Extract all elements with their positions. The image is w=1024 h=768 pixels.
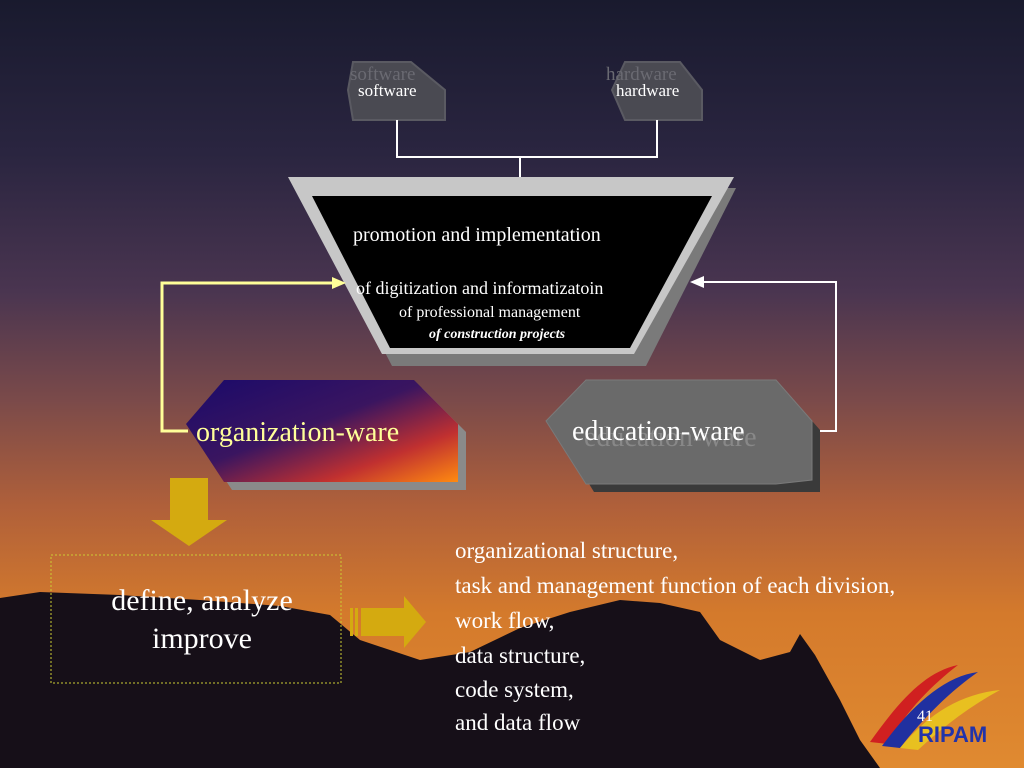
edu-feedback-connector — [702, 281, 837, 432]
detail-item-3: work flow, — [455, 608, 555, 633]
hardware-node — [610, 61, 703, 121]
logo-swoosh-blue — [882, 672, 978, 748]
detail-item-1: organizational structure, — [455, 538, 679, 563]
funnel-line-1: promotion and implementation — [353, 224, 601, 246]
org-feedback-arrowhead — [332, 277, 346, 289]
hardware-label: hardware — [616, 81, 680, 100]
hardware-ghost-label: hardware — [606, 64, 677, 85]
education-ware-shape — [545, 379, 813, 485]
org-feedback-connector — [160, 281, 336, 433]
funnel-face — [312, 196, 712, 348]
organization-ware-shape — [186, 380, 458, 482]
top-connector — [396, 120, 658, 158]
detail-item-4: data structure, — [455, 643, 586, 668]
edu-feedback-arrowhead — [690, 276, 704, 288]
right-arrow-stripe-2 — [355, 608, 358, 636]
organization-ware-label: organization-ware — [196, 417, 400, 448]
slide-number: 41 — [917, 708, 933, 725]
education-ware-label: education-ware — [572, 416, 745, 447]
detail-item-5: code system, — [455, 677, 574, 702]
funnel-line-3: of professional management — [399, 304, 581, 321]
yellow-down-arrow — [151, 478, 227, 546]
mountain-silhouette — [0, 592, 880, 768]
detail-item-6: and data flow — [455, 710, 581, 735]
funnel-line-2: of digitization and informatizatoin — [356, 278, 604, 298]
education-ware-ghost-label: education-ware — [584, 422, 757, 453]
logo-swoosh-red — [870, 665, 958, 744]
funnel-line-4: of construction projects — [429, 327, 566, 342]
define-box-line-1: define, analyze — [111, 584, 293, 617]
logo-text: RIPAM — [918, 722, 988, 747]
logo-swoosh-yellow — [900, 690, 1000, 750]
yellow-right-arrow — [361, 596, 426, 648]
detail-item-2: task and management function of each div… — [455, 573, 896, 598]
define-box-frame — [50, 554, 342, 684]
software-ghost-label: software — [350, 64, 416, 85]
right-arrow-stripe-1 — [350, 608, 353, 636]
define-box-line-2: improve — [152, 622, 252, 655]
software-node — [346, 61, 446, 121]
software-label: software — [358, 81, 417, 100]
